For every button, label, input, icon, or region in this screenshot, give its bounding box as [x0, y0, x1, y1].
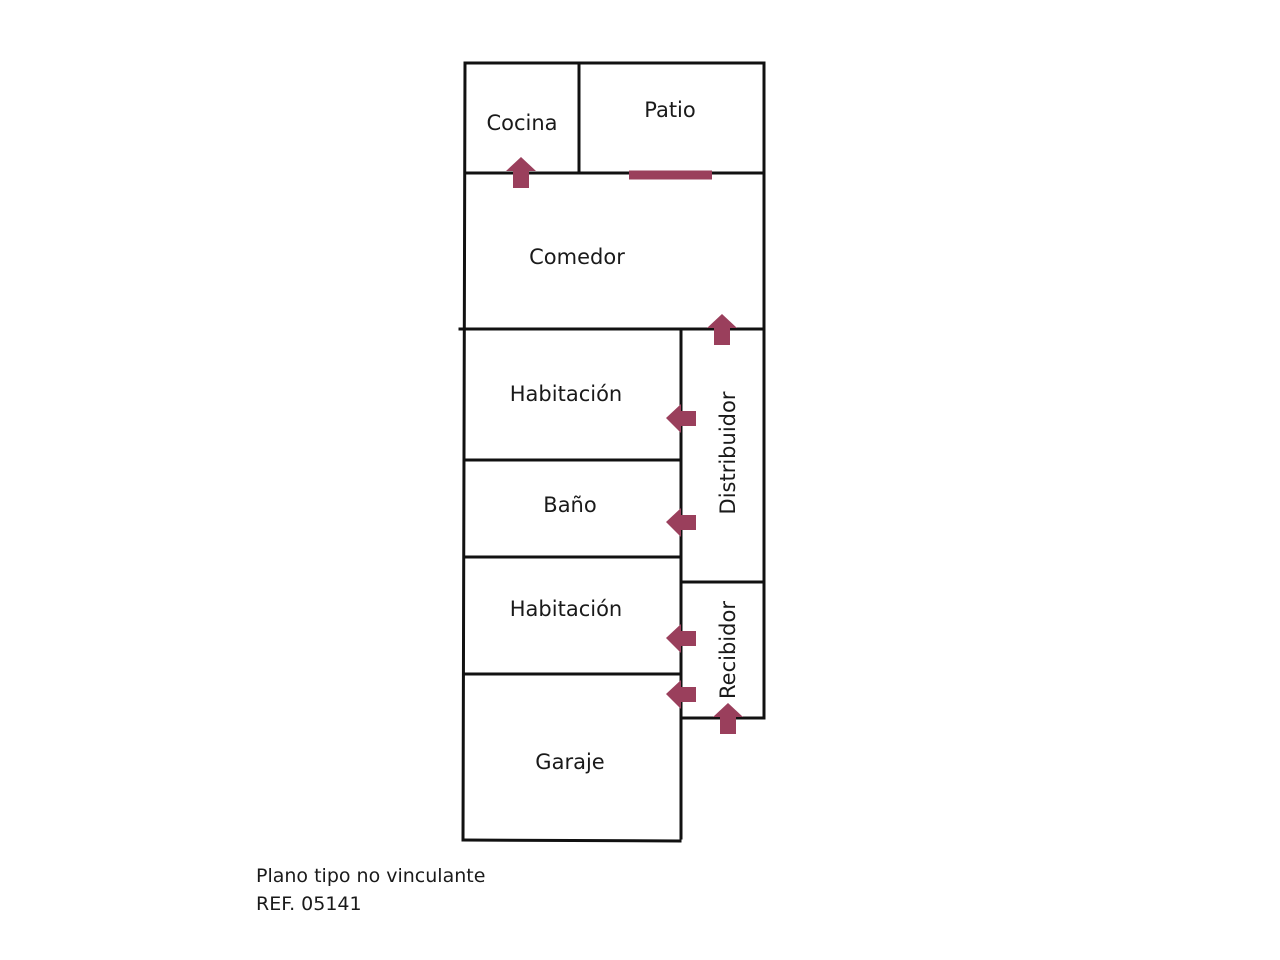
room-label-bano: Baño [543, 493, 596, 517]
arrow-up-icon [506, 157, 536, 188]
room-label-habitacion: Habitación [510, 382, 622, 406]
room-label-garaje: Garaje [535, 750, 604, 774]
room-label-habitacion: Habitación [510, 597, 622, 621]
arrow-up-icon [707, 314, 737, 345]
arrow-up-icon [713, 703, 743, 734]
room-label-cocina: Cocina [486, 111, 557, 135]
disclaimer-note: Plano tipo no vinculante [256, 865, 486, 887]
arrow-left-icon [666, 624, 696, 653]
arrow-left-icon [666, 404, 696, 433]
arrow-left-icon [666, 508, 696, 537]
wall-bottom [461, 838, 682, 843]
arrow-left-icon [666, 680, 696, 709]
room-label-patio: Patio [644, 98, 696, 122]
door-arrows [506, 157, 743, 734]
room-label-recibidor: Recibidor [716, 601, 740, 699]
wall-left [461, 61, 467, 842]
plan-footer: Plano tipo no vinculante REF. 05141 [256, 862, 485, 918]
reference-code: REF. 05141 [256, 893, 362, 915]
room-label-distribuidor: Distribuidor [716, 391, 740, 514]
room-label-comedor: Comedor [529, 245, 625, 269]
